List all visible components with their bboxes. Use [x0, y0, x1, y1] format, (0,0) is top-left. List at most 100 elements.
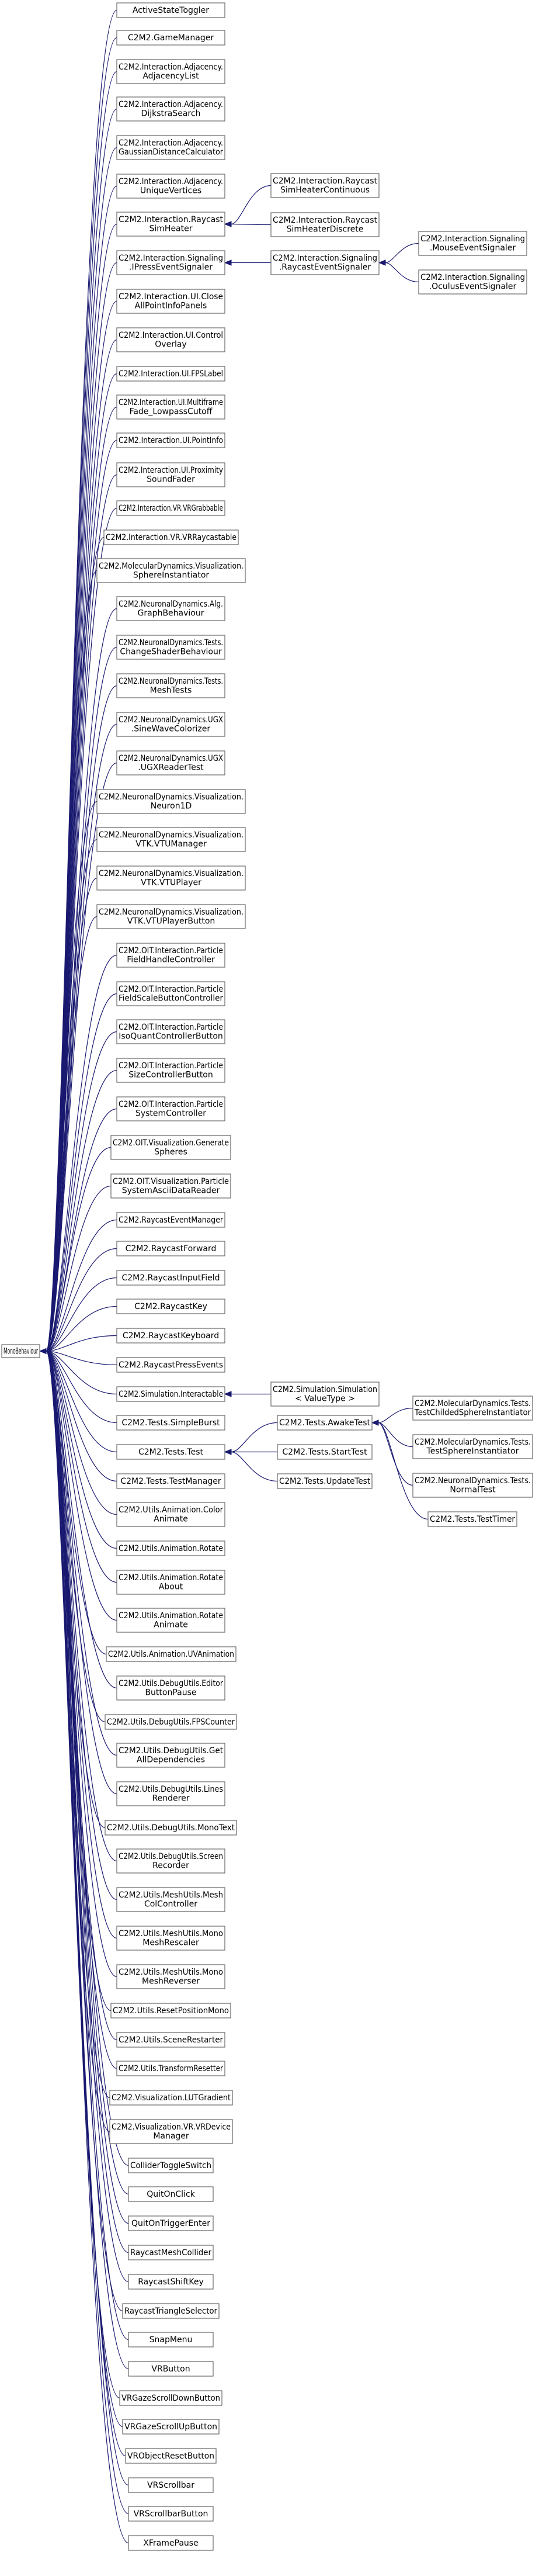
class-box[interactable]: [116, 1964, 225, 1989]
class-node-sim-heater-discrete[interactable]: C2M2.Interaction.RaycastSimHeaterDiscret…: [270, 212, 380, 237]
class-box[interactable]: [116, 1328, 225, 1344]
class-box[interactable]: [128, 2361, 214, 2377]
class-box[interactable]: [412, 1396, 533, 1421]
class-box[interactable]: [277, 1444, 373, 1460]
class-node-lutgradient[interactable]: C2M2.Visualization.LUTGradient: [109, 2090, 233, 2106]
class-box[interactable]: [1, 1344, 40, 1358]
class-box[interactable]: [116, 96, 225, 122]
class-box[interactable]: [116, 462, 225, 487]
class-node-raycast-key[interactable]: C2M2.RaycastKey: [116, 1299, 225, 1314]
class-node-iso-quant-controller-button[interactable]: C2M2.OIT.Interaction.ParticleIsoQuantCon…: [116, 1019, 225, 1044]
class-node-size-controller-button[interactable]: C2M2.OIT.Interaction.ParticleSizeControl…: [116, 1058, 225, 1083]
class-box[interactable]: [116, 635, 225, 660]
class-box[interactable]: [105, 1714, 237, 1730]
class-node-transform-resetter[interactable]: C2M2.Utils.TransformResetter: [116, 2061, 225, 2076]
class-box[interactable]: [106, 1646, 237, 1662]
class-box[interactable]: [116, 1357, 225, 1373]
class-node-vrgaze-scroll-down-button[interactable]: VRGazeScrollDownButton: [119, 2390, 222, 2406]
class-box[interactable]: [116, 1212, 225, 1228]
class-box[interactable]: [105, 1820, 237, 1836]
class-box[interactable]: [116, 1473, 225, 1489]
class-box[interactable]: [270, 1382, 380, 1407]
class-node-test-timer[interactable]: C2M2.Tests.TestTimer: [427, 1511, 517, 1527]
class-node-awake-test[interactable]: C2M2.Tests.AwakeTest: [277, 1415, 373, 1431]
class-box[interactable]: [116, 1570, 225, 1595]
class-box[interactable]: [418, 231, 527, 256]
class-node-raycast-shift-key[interactable]: RaycastShiftKey: [128, 2274, 214, 2290]
class-node-vrgaze-scroll-up-button[interactable]: VRGazeScrollUpButton: [122, 2419, 220, 2435]
class-node-mono-text[interactable]: C2M2.Utils.DebugUtils.MonoText: [105, 1820, 237, 1836]
class-box[interactable]: [116, 2032, 225, 2048]
class-box[interactable]: [116, 673, 225, 698]
class-node-vtuplayer[interactable]: C2M2.NeuronalDynamics.Visualization.VTK.…: [96, 865, 246, 891]
class-box[interactable]: [116, 1540, 225, 1556]
class-box[interactable]: [110, 2003, 231, 2018]
class-node-oculus-event-signaler[interactable]: C2M2.Interaction.Signaling.OculusEventSi…: [418, 269, 527, 295]
class-node-raycast-mesh-collider[interactable]: RaycastMeshCollider: [128, 2245, 214, 2260]
class-node-dijkstra-search[interactable]: C2M2.Interaction.Adjacency.DijkstraSearc…: [116, 96, 225, 122]
class-box[interactable]: [110, 1173, 231, 1199]
class-node-fpscounter[interactable]: C2M2.Utils.DebugUtils.FPSCounter: [105, 1714, 237, 1730]
class-node-neuron1-d[interactable]: C2M2.NeuronalDynamics.Visualization.Neur…: [96, 789, 246, 814]
class-node-vtuplayer-button[interactable]: C2M2.NeuronalDynamics.Visualization.VTK.…: [96, 904, 246, 929]
class-box[interactable]: [116, 1781, 225, 1806]
class-box[interactable]: [116, 1270, 225, 1286]
class-box[interactable]: [128, 2332, 214, 2348]
class-box[interactable]: [412, 1434, 533, 1459]
class-box[interactable]: [116, 1386, 225, 1402]
class-node-mesh-tests[interactable]: C2M2.NeuronalDynamics.Tests.MeshTests: [116, 673, 225, 698]
class-node-scene-restarter[interactable]: C2M2.Utils.SceneRestarter: [116, 2032, 225, 2048]
class-node-update-test[interactable]: C2M2.Tests.UpdateTest: [277, 1473, 373, 1489]
class-box[interactable]: [116, 289, 225, 314]
class-node-simple-burst[interactable]: C2M2.Tests.SimpleBurst: [116, 1415, 225, 1431]
class-box[interactable]: [128, 2274, 214, 2290]
class-node-test[interactable]: C2M2.Tests.Test: [116, 1444, 225, 1460]
class-node-quit-on-trigger-enter[interactable]: QuitOnTriggerEnter: [128, 2215, 214, 2231]
class-box[interactable]: [277, 1415, 373, 1431]
class-node-xframe-pause[interactable]: XFramePause: [128, 2535, 214, 2551]
class-node-simulation-interactable[interactable]: C2M2.Simulation.Interactable: [116, 1386, 225, 1402]
class-box[interactable]: [418, 269, 527, 295]
class-box[interactable]: [116, 250, 225, 275]
class-node-collider-toggle-switch[interactable]: ColliderToggleSwitch: [128, 2158, 214, 2173]
class-box[interactable]: [270, 250, 380, 275]
class-node-sphere-instantiator[interactable]: C2M2.MolecularDynamics.Visualization.Sph…: [96, 558, 246, 583]
class-box[interactable]: [116, 327, 225, 352]
class-box[interactable]: [116, 1299, 225, 1314]
class-node-vrobject-reset-button[interactable]: VRObjectResetButton: [125, 2448, 217, 2464]
class-box[interactable]: [128, 2245, 214, 2260]
class-box[interactable]: [116, 596, 225, 621]
class-node-raycast-event-manager[interactable]: C2M2.RaycastEventManager: [116, 1212, 225, 1228]
class-box[interactable]: [109, 2090, 233, 2106]
class-box[interactable]: [128, 2186, 214, 2202]
class-node-uvanimation[interactable]: C2M2.Utils.Animation.UVAnimation: [106, 1646, 237, 1662]
class-box[interactable]: [270, 212, 380, 237]
class-node-raycast-triangle-selector[interactable]: RaycastTriangleSelector: [122, 2303, 220, 2319]
class-box[interactable]: [116, 59, 225, 84]
class-box[interactable]: [116, 1675, 225, 1701]
class-node-vrraycastable[interactable]: C2M2.Interaction.VR.VRRaycastable: [103, 529, 239, 545]
class-box[interactable]: [116, 750, 225, 775]
class-node-change-shader-behaviour[interactable]: C2M2.NeuronalDynamics.Tests.ChangeShader…: [116, 635, 225, 660]
class-node-test-manager[interactable]: C2M2.Tests.TestManager: [116, 1473, 225, 1489]
class-box[interactable]: [116, 1415, 225, 1431]
class-box[interactable]: [116, 1019, 225, 1044]
class-node-vrscrollbar[interactable]: VRScrollbar: [128, 2477, 214, 2493]
class-node-vtumanager[interactable]: C2M2.NeuronalDynamics.Visualization.VTK.…: [96, 827, 246, 852]
class-box[interactable]: [119, 2390, 222, 2406]
class-node-raycast-event-signaler[interactable]: C2M2.Interaction.Signaling.RaycastEventS…: [270, 250, 380, 275]
class-node-raycast-press-events[interactable]: C2M2.RaycastPressEvents: [116, 1357, 225, 1373]
class-node-point-info[interactable]: C2M2.Interaction.UI.PointInfo: [116, 432, 225, 448]
class-box[interactable]: [116, 394, 225, 420]
class-box[interactable]: [122, 2419, 220, 2435]
class-node-atg-graph-behaviour[interactable]: C2M2.NeuronalDynamics.Alg.GraphBehaviour: [116, 596, 225, 621]
